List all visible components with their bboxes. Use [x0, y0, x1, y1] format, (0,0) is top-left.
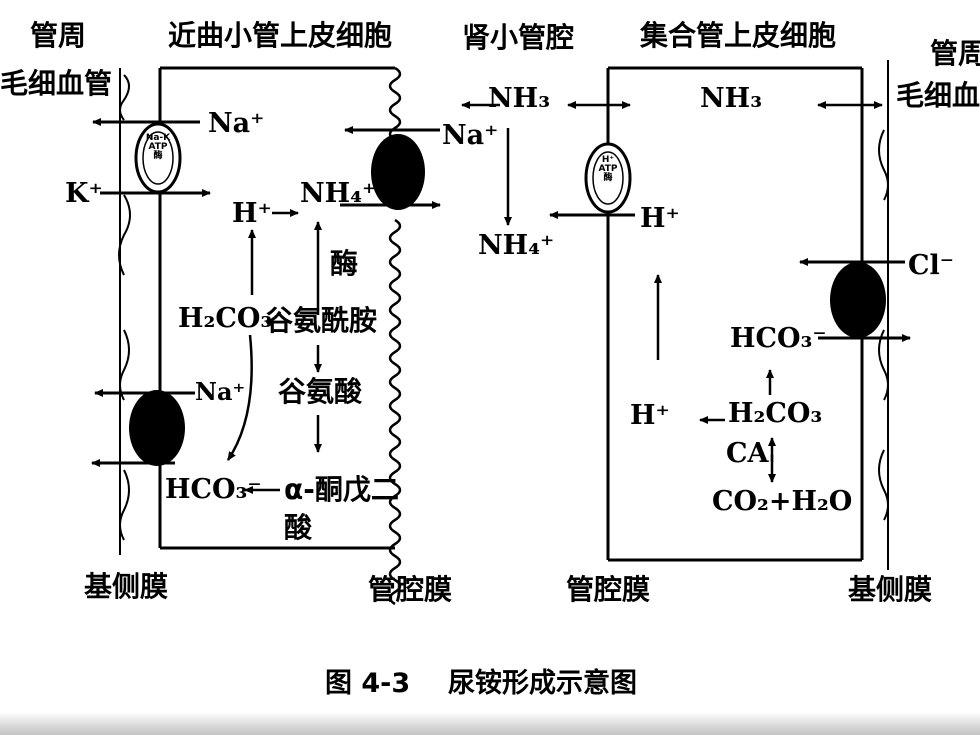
na-k-pump-text: Na-K ATP 酶: [143, 134, 173, 161]
left-capillary-label-line2: 毛细血管: [0, 67, 113, 100]
ca-label: CA: [726, 438, 769, 469]
na-hco3-cotransporter: [129, 390, 185, 466]
nh4-label-left: NH₄⁺: [300, 178, 377, 209]
na-k-pump-text-line3: 酶: [153, 151, 163, 161]
glutamine-label: 谷氨酰胺: [265, 304, 378, 337]
enzyme-label: 酶: [330, 247, 359, 280]
h2co3-to-hco3-arrow: [226, 334, 253, 461]
right-h-top-label: H⁺: [640, 203, 680, 234]
right-h-mid-label: H⁺: [630, 400, 670, 431]
cl-label: Cl⁻: [908, 250, 954, 281]
left-basolateral-label: 基侧膜: [84, 570, 169, 603]
hco3-label-left: HCO₃⁻: [165, 474, 262, 505]
na-k-pump-text-line1: Na-K: [145, 133, 171, 143]
right-nh3-label: NH₃: [700, 83, 763, 114]
k-label: K⁺: [65, 178, 103, 209]
figure-number: 图 4-3: [325, 668, 411, 699]
h2co3-label-left: H₂CO₃: [178, 303, 273, 334]
left-cell-label: 近曲小管上皮细胞: [168, 19, 393, 52]
lumen-nh4-label: NH₄⁺: [478, 230, 555, 261]
na-low-label: Na⁺: [195, 377, 246, 406]
left-capillary-wall: [118, 68, 131, 555]
left-capillary-label-line1: 管周: [30, 19, 87, 52]
glutamate-label: 谷氨酸: [278, 375, 363, 408]
right-basolateral-label: 基侧膜: [848, 573, 933, 606]
right-capillary-label-line1: 管周: [930, 37, 980, 70]
right-cell-label: 集合管上皮细胞: [640, 19, 837, 52]
alpha-kg-label-line2: 酸: [284, 511, 313, 544]
right-h2co3-label: H₂CO₃: [728, 398, 823, 429]
right-capillary-wall: [878, 60, 889, 570]
left-luminal-label: 管腔膜: [368, 573, 453, 606]
tubule-lumen-label: 肾小管腔: [462, 21, 575, 54]
cl-hco3-exchanger: [830, 262, 886, 338]
bottom-shadow-strip: [0, 712, 980, 735]
h-atpase-pump-text-line2: ATP: [598, 164, 618, 174]
h-atpase-pump-text-line1: H⁺: [601, 155, 615, 165]
na-lumen-label: Na⁺: [442, 120, 499, 151]
lumen-nh3-label: NH₃: [488, 83, 551, 114]
na-top-label: Na⁺: [208, 108, 265, 139]
h-label-left: H⁺: [232, 198, 272, 229]
right-hco3-label: HCO₃⁻: [730, 323, 827, 354]
alpha-kg-label-line1: α-酮戊二: [284, 473, 399, 506]
figure-title: 尿铵形成示意图: [448, 668, 637, 699]
na-k-pump-text-line2: ATP: [148, 142, 168, 152]
left-brush-border: [388, 66, 402, 606]
right-capillary-label-line2: 毛细血: [896, 79, 980, 112]
co2-h2o-label: CO₂+H₂O: [712, 486, 853, 517]
na-h-exchanger: [371, 134, 425, 210]
h-atpase-pump-text-line3: 酶: [603, 173, 613, 183]
right-h-atpase-pump: [584, 142, 632, 214]
h-atpase-pump-text: H⁺ ATP 酶: [593, 156, 623, 183]
right-luminal-label: 管腔膜: [566, 573, 651, 606]
